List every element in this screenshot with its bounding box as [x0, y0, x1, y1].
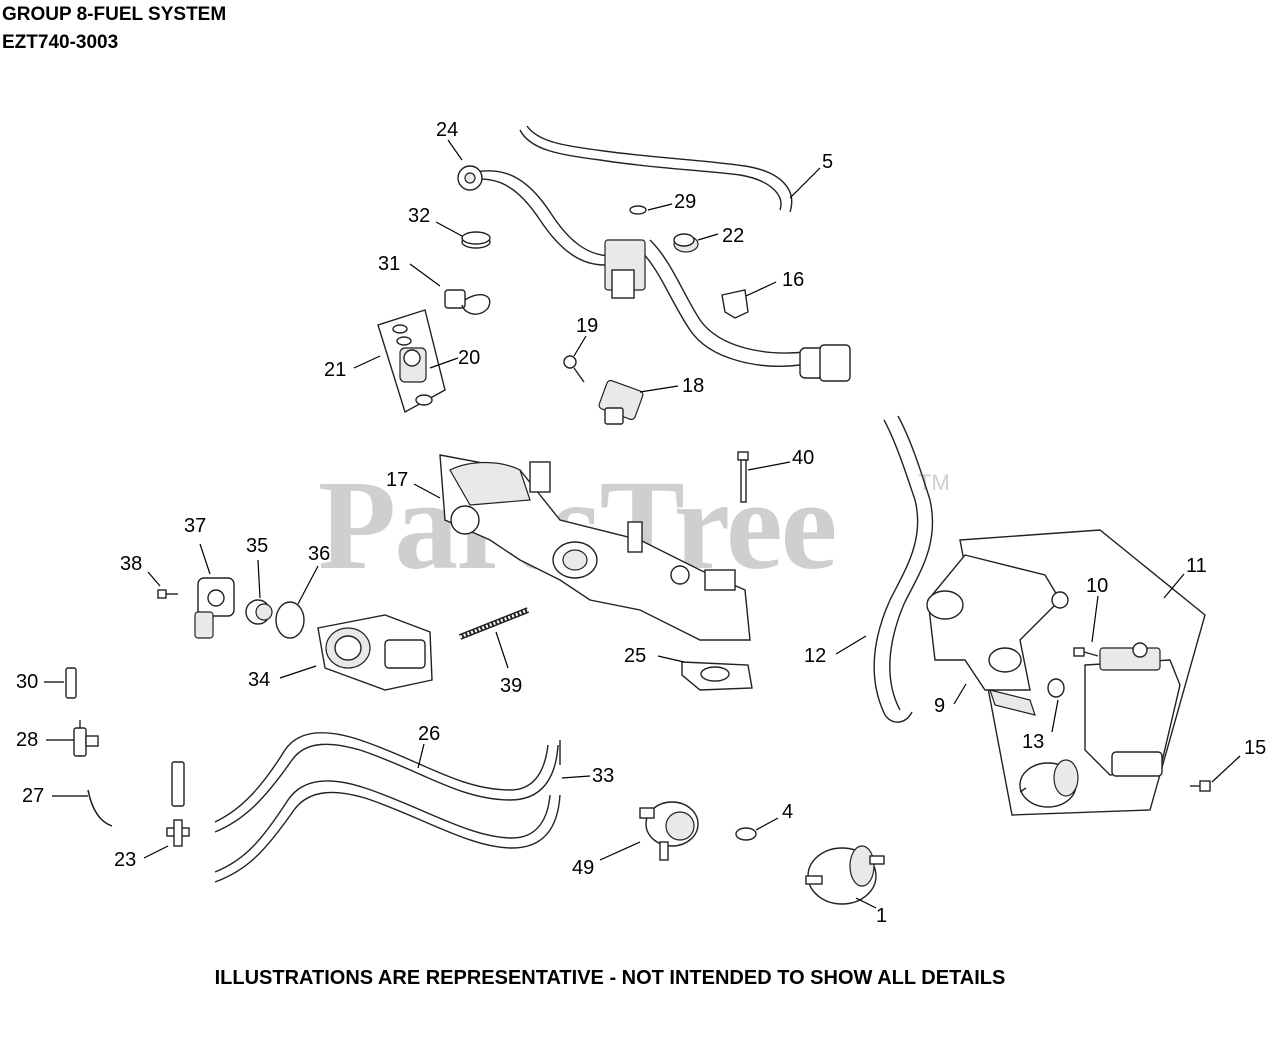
- callout-49: 49: [572, 857, 594, 879]
- part-clamp-13: [1047, 678, 1065, 698]
- part-elbow-hose: [87, 789, 113, 827]
- part-bracket: [926, 554, 1069, 716]
- callout-36: 36: [308, 543, 330, 565]
- callout-31: 31: [378, 253, 400, 275]
- diagram-title: GROUP 8-FUEL SYSTEM: [2, 4, 227, 25]
- callout-35: 35: [246, 535, 268, 557]
- callout-21: 21: [324, 359, 346, 381]
- part-sensor-harness: [444, 289, 491, 315]
- callout-17: 17: [386, 469, 408, 491]
- part-tee-fitting: [166, 819, 190, 847]
- callout-24: 24: [436, 119, 458, 141]
- callout-39: 39: [500, 675, 522, 697]
- part-fuel-pump: [639, 801, 699, 861]
- part-gasket: [681, 661, 753, 691]
- callout-9: 9: [934, 695, 945, 717]
- leader-lines: [44, 139, 1241, 909]
- callout-labels: 24 5 29 22 32 16 31 19 21 20 18 40 17 11…: [16, 119, 1266, 927]
- part-bolt-40: [737, 451, 749, 503]
- watermark-trademark: TM: [918, 470, 950, 495]
- part-fuel-filter-kit: [1019, 759, 1079, 808]
- part-map-sensor: [598, 379, 644, 425]
- part-fuel-line-hose: [457, 125, 851, 382]
- callout-15: 15: [1244, 737, 1266, 759]
- part-clamp-4: [735, 827, 757, 841]
- callout-20: 20: [458, 347, 480, 369]
- callout-34: 34: [248, 669, 270, 691]
- part-clamp: [461, 231, 491, 249]
- part-throttle-body: [317, 614, 433, 691]
- part-sensor-kit: [377, 309, 446, 414]
- callout-12: 12: [804, 645, 826, 667]
- part-screw-10: [1073, 647, 1099, 657]
- part-fuel-filter: [805, 845, 885, 905]
- callout-4: 4: [782, 801, 793, 823]
- model-number: EZT740-3003: [2, 32, 119, 53]
- callout-13: 13: [1022, 731, 1044, 753]
- callout-25: 25: [624, 645, 646, 667]
- callout-18: 18: [682, 375, 704, 397]
- callout-32: 32: [408, 205, 430, 227]
- part-adapter: [194, 577, 235, 639]
- part-o-ring: [275, 601, 305, 639]
- callout-33: 33: [592, 765, 614, 787]
- callout-22: 22: [722, 225, 744, 247]
- part-screw-15: [1190, 780, 1211, 792]
- part-tube-23: [171, 761, 185, 807]
- part-intake-manifold: [439, 454, 751, 641]
- callout-16: 16: [782, 269, 804, 291]
- part-kit-outline: [959, 529, 1206, 816]
- callout-5: 5: [822, 151, 833, 173]
- callout-11: 11: [1186, 555, 1207, 577]
- part-tube-30: [65, 667, 77, 699]
- callout-40: 40: [792, 447, 814, 469]
- disclaimer-note: ILLUSTRATIONS ARE REPRESENTATIVE - NOT I…: [214, 967, 1006, 989]
- part-vent-hose: [873, 415, 934, 723]
- callout-26: 26: [418, 723, 440, 745]
- callout-10: 10: [1086, 575, 1108, 597]
- callout-1: 1: [876, 905, 887, 927]
- part-bushing: [673, 233, 699, 253]
- part-clip: [721, 289, 749, 319]
- part-fuel-hoses: [214, 732, 561, 883]
- part-bolt-19: [563, 355, 585, 383]
- callout-30: 30: [16, 671, 38, 693]
- part-spacer: [245, 599, 273, 625]
- callout-37: 37: [184, 515, 206, 537]
- part-washer: [629, 205, 647, 215]
- part-fuel-pump-module: [1084, 642, 1181, 777]
- callout-28: 28: [16, 729, 38, 751]
- callout-29: 29: [674, 191, 696, 213]
- callout-38: 38: [120, 553, 142, 575]
- part-screw-38: [157, 589, 178, 599]
- callout-27: 27: [22, 785, 44, 807]
- part-check-valve: [73, 720, 99, 757]
- callout-23: 23: [114, 849, 136, 871]
- callout-19: 19: [576, 315, 598, 337]
